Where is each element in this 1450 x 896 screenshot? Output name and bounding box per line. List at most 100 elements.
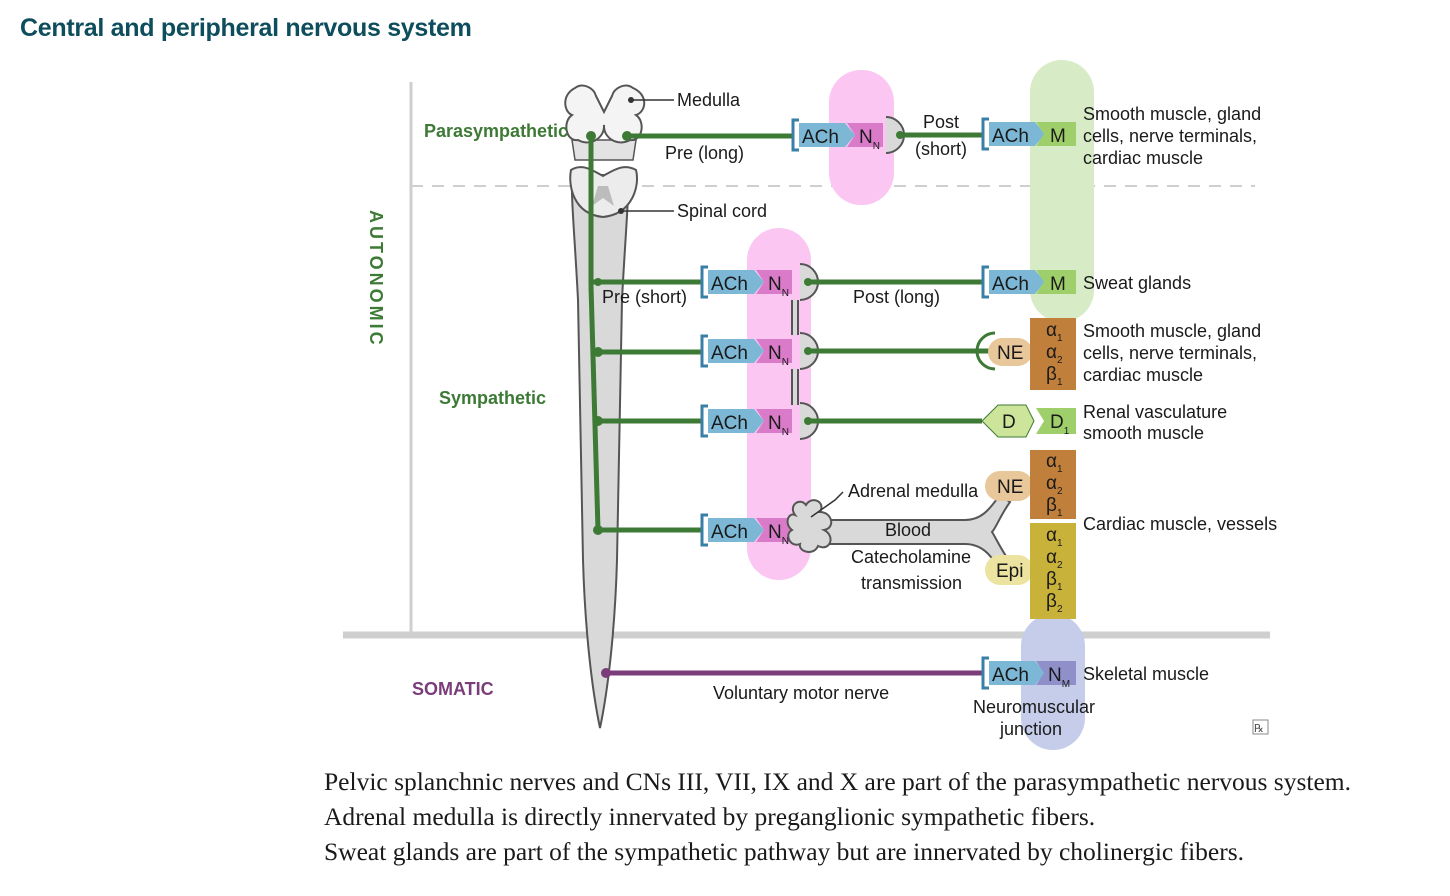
rx-icon — [1252, 719, 1269, 735]
adrenergic-receptor-2 — [1030, 450, 1076, 519]
nn-text-para: NN — [859, 127, 880, 152]
svg-text:β1: β1 — [1046, 569, 1063, 593]
post-long-label: Post (long) — [853, 287, 940, 307]
catecholamine-label-1: Catecholamine — [851, 547, 971, 567]
ach-text-sweat-pre: ACh — [711, 274, 748, 295]
skeletal-target: Skeletal muscle — [1083, 664, 1209, 684]
note-line: Sweat glands are part of the sympathetic… — [324, 837, 1245, 866]
parasympathetic-label: Parasympathetic — [424, 121, 568, 141]
nmj-label-2: junction — [999, 719, 1062, 739]
page-title: Central and peripheral nervous system — [20, 14, 472, 42]
ach-text-renal-pre: ACh — [711, 413, 748, 434]
renal-target-2: smooth muscle — [1083, 423, 1204, 443]
svg-text:α1: α1 — [1046, 320, 1063, 344]
catecholamine-label-2: transmission — [861, 573, 962, 593]
svg-text:α1: α1 — [1046, 451, 1063, 475]
adrenal-medulla-label: Adrenal medulla — [848, 481, 979, 501]
voluntary-motor-label: Voluntary motor nerve — [713, 683, 889, 703]
note-line: Pelvic splanchnic nerves and CNs III, VI… — [324, 767, 1352, 796]
branch-dot-4 — [593, 525, 603, 535]
autonomic-label: AUTONOMIC — [366, 210, 386, 348]
nervous-system-diagram: Parasympathetic Sympathetic SOMATIC AUTO… — [343, 60, 1277, 750]
notes-block: Pelvic splanchnic nerves and CNs III, VI… — [324, 764, 1351, 869]
spinal-cord-column — [570, 174, 630, 729]
ach-text-somatic: ACh — [992, 665, 1029, 686]
epi-text: Epi — [996, 561, 1023, 582]
ach-text-adrenal-pre: ACh — [711, 522, 748, 543]
spinal-cord-label: Spinal cord — [677, 201, 767, 221]
d-terminal — [981, 404, 1035, 438]
blood-label: Blood — [885, 520, 931, 540]
post-short-label-2: (short) — [915, 139, 967, 159]
ach-text-para-post: ACh — [992, 126, 1029, 147]
nmj-label-1: Neuromuscular — [973, 697, 1095, 717]
spinal-cord-gray-matter — [592, 186, 614, 206]
somatic-origin-dot — [601, 668, 611, 678]
blood-vessel — [825, 493, 1012, 571]
svg-text:β1: β1 — [1046, 364, 1063, 388]
svg-text:α2: α2 — [1046, 473, 1063, 497]
symp-target-2: cells, nerve terminals, — [1083, 343, 1257, 363]
d1-text: D1 — [1050, 412, 1070, 437]
ach-text-symp-pre: ACh — [711, 343, 748, 364]
d1-receptor — [1036, 408, 1076, 434]
svg-text:α1: α1 — [1046, 525, 1063, 549]
pre-short-label: Pre (short) — [602, 287, 687, 307]
medulla-shape — [564, 84, 646, 144]
pre-long-label: Pre (long) — [665, 143, 744, 163]
sweat-target: Sweat glands — [1083, 273, 1191, 293]
ne-ellipse-1 — [988, 338, 1032, 366]
medulla-base — [571, 139, 637, 161]
nn-text-sweat: NN — [768, 274, 789, 299]
symp-ne-terminal — [975, 331, 996, 371]
symp-target-3: cardiac muscle — [1083, 365, 1203, 385]
pregang-trunk-lower — [588, 285, 601, 531]
svg-text:α2: α2 — [1046, 342, 1063, 366]
adrenal-medulla-cells — [786, 499, 833, 553]
nm-text: NM — [1048, 665, 1070, 690]
rx-watermark-text: ℞ — [1254, 722, 1264, 735]
svg-text:β1: β1 — [1046, 495, 1063, 519]
ne-ellipse-2 — [985, 471, 1033, 501]
cardiac-target: Cardiac muscle, vessels — [1083, 514, 1277, 534]
ne-text-2: NE — [997, 477, 1023, 498]
m-text-sweat: M — [1050, 274, 1066, 295]
medulla-label: Medulla — [677, 90, 741, 110]
ach-text-para-pre: ACh — [802, 127, 839, 148]
nn-text-symp: NN — [768, 343, 789, 368]
para-origin-dot — [622, 131, 632, 141]
trunk-origin-dot — [586, 131, 596, 141]
sympathetic-label: Sympathetic — [439, 388, 546, 408]
para-post-dot — [896, 131, 904, 139]
svg-text:β2: β2 — [1046, 591, 1063, 615]
ach-text-sweat-post: ACh — [992, 274, 1029, 295]
nm-receptor — [1036, 661, 1076, 685]
renal-post-dot — [804, 417, 812, 425]
epi-ellipse — [985, 555, 1033, 585]
para-target-1: Smooth muscle, gland — [1083, 104, 1261, 124]
ne-text-1: NE — [997, 343, 1023, 364]
branch-dot-2 — [593, 347, 603, 357]
branch-dot-3 — [593, 416, 603, 426]
d-text: D — [1002, 412, 1016, 433]
para-m-receptor — [1036, 122, 1076, 146]
nn-text-adrenal: NN — [768, 522, 789, 547]
m-text-para: M — [1050, 126, 1066, 147]
note-line: Adrenal medulla is directly innervated b… — [324, 802, 1096, 831]
adrenergic-receptor-1 — [1030, 318, 1076, 390]
sweat-post-dot — [804, 278, 812, 286]
epi-receptor-stack: α1 α2 β1 β2 — [1046, 525, 1063, 615]
epi-receptor — [1030, 523, 1076, 619]
post-short-label-1: Post — [923, 112, 959, 132]
nn-text-renal: NN — [768, 413, 789, 438]
symp-target-1: Smooth muscle, gland — [1083, 321, 1261, 341]
sweat-m-receptor — [1036, 270, 1076, 294]
adrenergic-stack-1: α1 α2 β1 — [1046, 320, 1063, 388]
para-target-2: cells, nerve terminals, — [1083, 126, 1257, 146]
para-target-3: cardiac muscle — [1083, 148, 1203, 168]
symp-post-dot — [804, 347, 812, 355]
renal-target-1: Renal vasculature — [1083, 402, 1227, 422]
svg-text:α2: α2 — [1046, 547, 1063, 571]
somatic-label: SOMATIC — [412, 679, 494, 699]
adrenergic-stack-2: α1 α2 β1 — [1046, 451, 1063, 519]
